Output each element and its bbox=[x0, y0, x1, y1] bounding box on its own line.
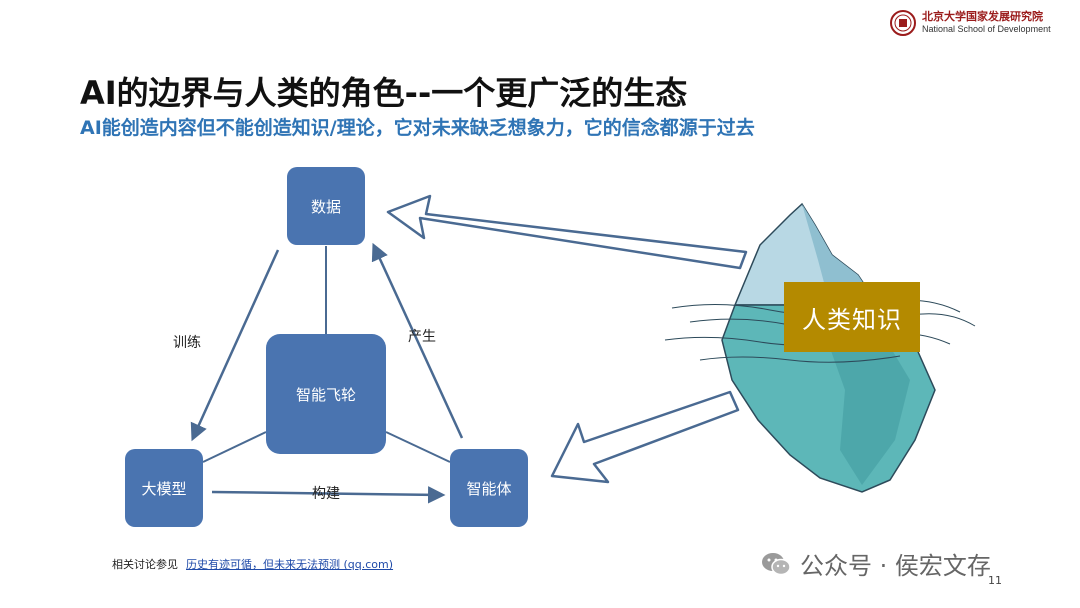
wechat-watermark: 公众号 · 侯宏文存 bbox=[760, 546, 991, 581]
logo-chinese-name: 北京大学国家发展研究院 bbox=[922, 10, 1043, 23]
logo-text: 北京大学国家发展研究院 National School of Developme… bbox=[922, 11, 1051, 35]
edge-label-train: 训练 bbox=[173, 335, 201, 351]
page-number: 11 bbox=[988, 574, 1002, 587]
node-flywheel: 智能飞轮 bbox=[266, 334, 386, 454]
edge-label-produce: 产生 bbox=[408, 329, 436, 345]
iceberg-top-shadow bbox=[802, 204, 878, 305]
arrow-knowledge-to-agent bbox=[550, 390, 740, 484]
connector-agent-flywheel bbox=[385, 431, 451, 463]
institution-logo: 北京大学国家发展研究院 National School of Developme… bbox=[890, 10, 1051, 36]
node-data: 数据 bbox=[287, 167, 365, 245]
node-agent: 智能体 bbox=[450, 449, 528, 527]
edge-data-to-model bbox=[190, 249, 280, 442]
node-large-model: 大模型 bbox=[125, 449, 203, 527]
edge-agent-to-data bbox=[371, 242, 464, 439]
edge-label-build: 构建 bbox=[312, 486, 340, 502]
water-line-4 bbox=[699, 355, 901, 363]
university-seal-icon bbox=[890, 10, 916, 36]
iceberg-underwater-shade bbox=[820, 320, 910, 485]
connector-model-flywheel bbox=[202, 431, 267, 463]
footer-ref-link[interactable]: 历史有迹可循，但未来无法预测 (qq.com) bbox=[186, 558, 394, 571]
footer-reference: 相关讨论参见历史有迹可循，但未来无法预测 (qq.com) bbox=[112, 556, 393, 572]
watermark-text: 公众号 · 侯宏文存 bbox=[800, 552, 991, 580]
human-knowledge-label: 人类知识 bbox=[784, 282, 920, 352]
wechat-icon bbox=[762, 552, 791, 575]
logo-english-name: National School of Development bbox=[922, 24, 1051, 34]
slide-title: AI的边界与人类的角色--一个更广泛的生态 bbox=[80, 74, 688, 112]
footer-ref-label: 相关讨论参见 bbox=[112, 558, 178, 571]
arrow-knowledge-to-data bbox=[386, 194, 748, 270]
slide-subtitle: AI能创造内容但不能创造知识/理论，它对未来缺乏想象力，它的信念都源于过去 bbox=[80, 117, 755, 139]
edge-model-to-agent bbox=[211, 486, 446, 504]
